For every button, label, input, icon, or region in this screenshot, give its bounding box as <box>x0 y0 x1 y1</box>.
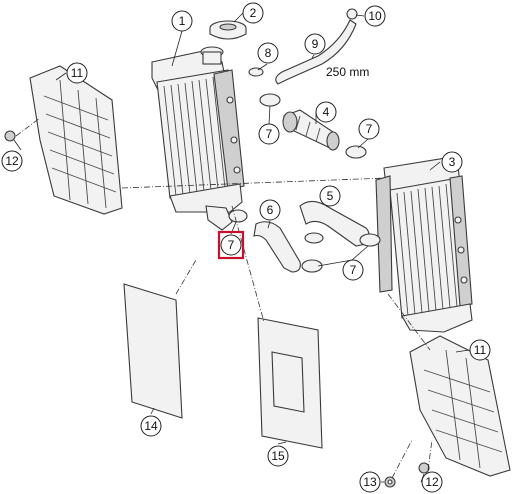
nut <box>384 476 396 488</box>
callout-1: 1 <box>171 10 193 32</box>
callout-7-clamp-upper-left: 7 <box>258 123 280 145</box>
left-radiator <box>151 46 245 231</box>
callout-9: 9 <box>304 33 326 55</box>
screw-right <box>418 462 430 474</box>
vent-hose <box>275 19 357 85</box>
svg-text:6: 6 <box>267 203 274 217</box>
hose-clip <box>346 8 358 20</box>
callout-2: 2 <box>242 2 264 24</box>
svg-text:15: 15 <box>271 449 285 463</box>
callout-11-right: 11 <box>469 339 491 361</box>
svg-text:10: 10 <box>368 9 382 23</box>
callout-10: 10 <box>364 5 386 27</box>
svg-text:7: 7 <box>266 127 273 141</box>
callout-7-clamp-upper-right: 7 <box>358 118 380 140</box>
callout-7-clamp-lower: 7 <box>342 259 364 281</box>
svg-text:11: 11 <box>474 343 487 357</box>
lower-hose <box>253 221 301 273</box>
svg-text:14: 14 <box>144 419 158 433</box>
svg-text:7: 7 <box>366 122 373 136</box>
callout-8: 8 <box>257 42 279 64</box>
svg-text:1: 1 <box>179 14 186 28</box>
right-radiator <box>375 157 473 333</box>
connector-hose <box>282 109 340 151</box>
radiator-cap <box>209 20 247 40</box>
callout-12-right: 12 <box>421 471 443 493</box>
small-clamp <box>248 67 264 77</box>
screen-plate <box>257 317 323 449</box>
callout-11-left: 11 <box>66 62 88 84</box>
callout-13: 13 <box>359 471 381 493</box>
svg-text:4: 4 <box>323 105 330 119</box>
svg-text:13: 13 <box>363 475 377 489</box>
callout-5: 5 <box>319 185 341 207</box>
svg-text:8: 8 <box>265 46 272 60</box>
svg-text:12: 12 <box>5 154 19 168</box>
svg-text:12: 12 <box>425 475 439 489</box>
callout-3: 3 <box>441 151 463 173</box>
left-radiator-shroud <box>29 65 123 215</box>
callout-6: 6 <box>259 199 281 221</box>
svg-text:7: 7 <box>228 238 235 252</box>
callout-12-left: 12 <box>1 150 23 172</box>
cover-plate <box>123 283 183 419</box>
svg-text:2: 2 <box>250 6 257 20</box>
selection-highlight <box>217 230 245 260</box>
callout-14: 14 <box>140 415 162 437</box>
right-radiator-shroud <box>409 335 511 477</box>
assembly-lines <box>15 117 433 479</box>
callout-7-highlighted[interactable]: 7 <box>220 234 242 256</box>
hose-clamp <box>228 93 381 273</box>
svg-text:5: 5 <box>327 189 334 203</box>
svg-text:7: 7 <box>350 263 357 277</box>
svg-text:11: 11 <box>71 66 84 80</box>
callout-15: 15 <box>267 445 289 467</box>
leader-lines <box>13 12 470 483</box>
hose-length-label: 250 mm <box>326 65 369 79</box>
svg-text:9: 9 <box>312 37 319 51</box>
svg-text:3: 3 <box>449 155 456 169</box>
callout-4: 4 <box>315 101 337 123</box>
screw-left <box>4 130 16 142</box>
